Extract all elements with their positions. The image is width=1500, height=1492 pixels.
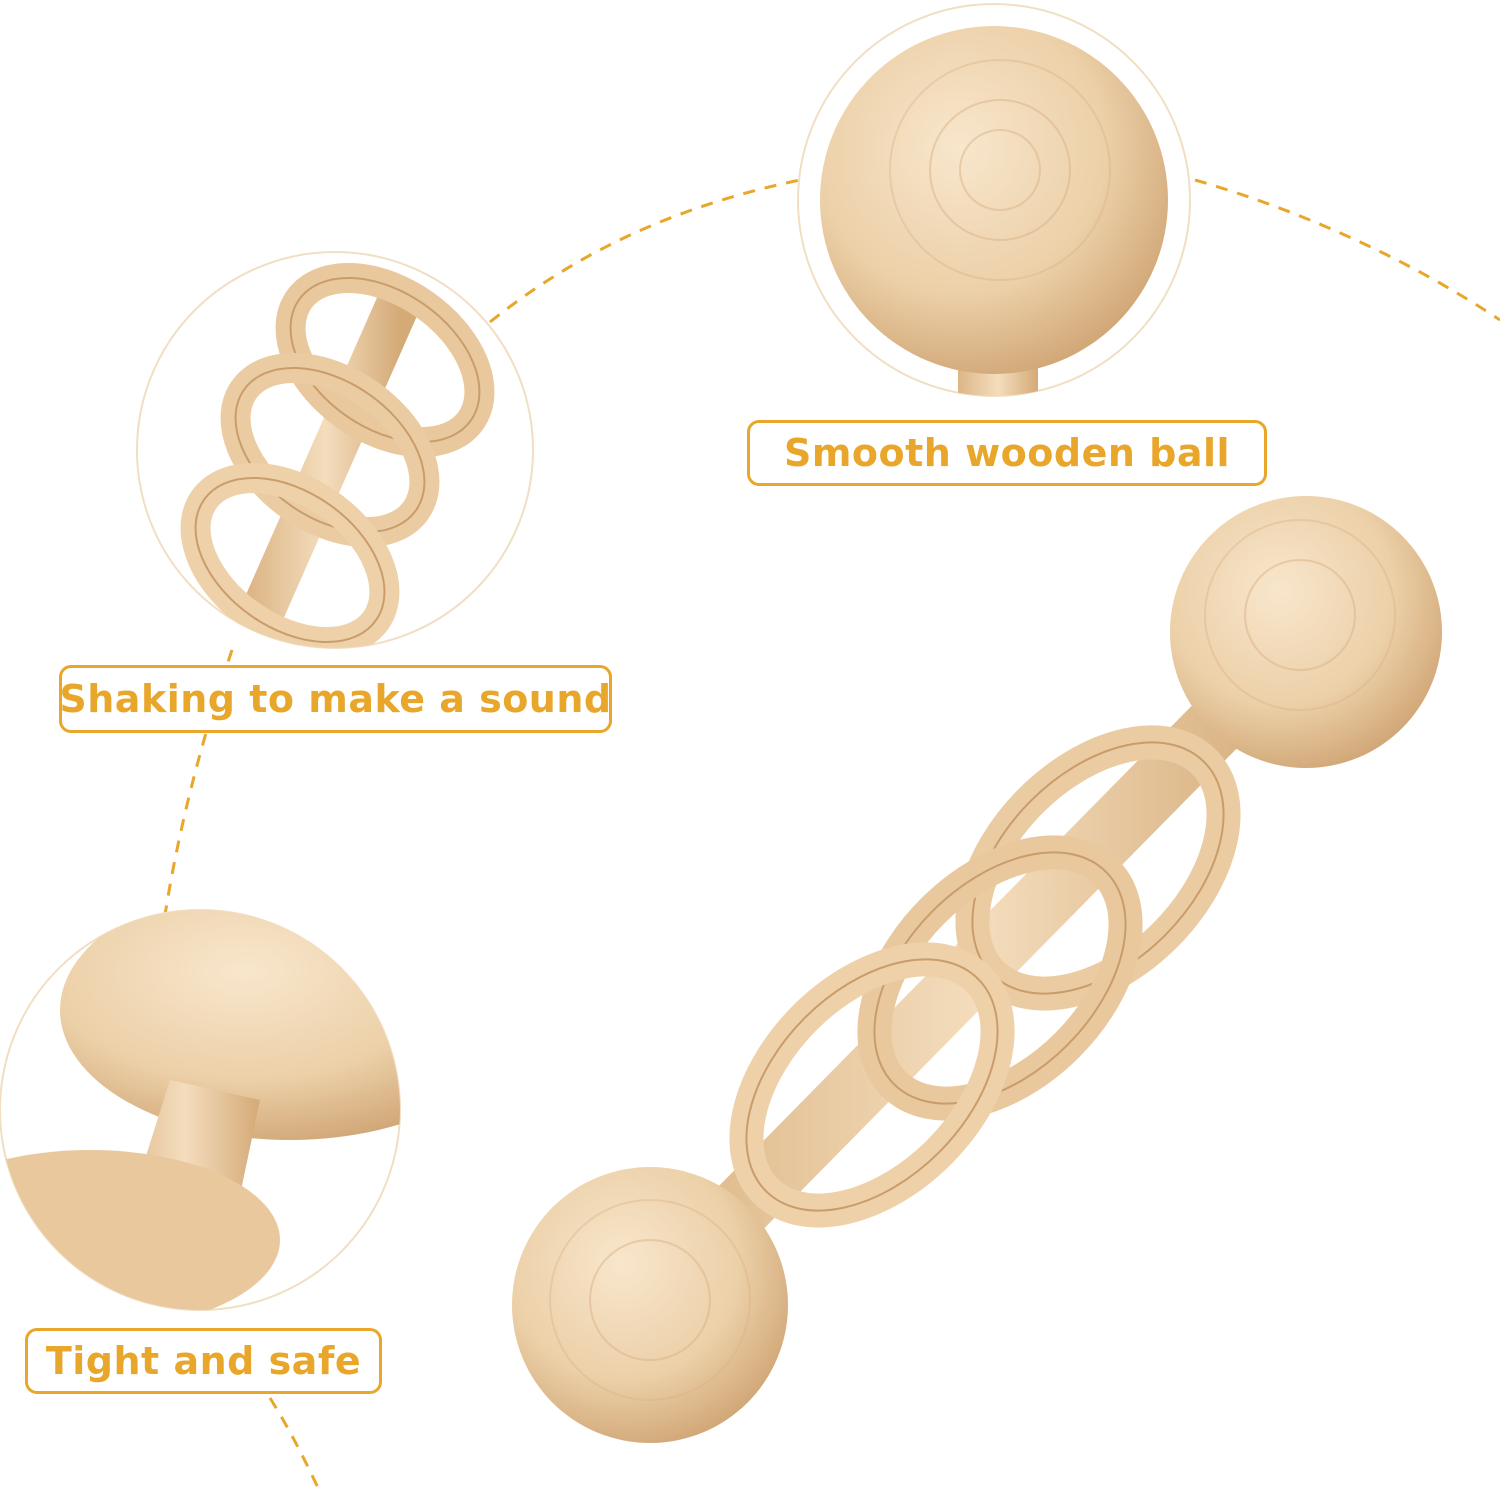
wooden-ring: [729, 942, 1015, 1228]
wooden-ball-closeup: [820, 26, 1168, 374]
wooden-ring: [857, 835, 1143, 1121]
dashed-arc: [489, 178, 801, 324]
dashed-arc-bottom: [268, 1397, 322, 1492]
rings-detail-circle: [136, 251, 534, 649]
wooden-ring: [220, 352, 440, 548]
shake-feature-label: Shaking to make a sound: [59, 665, 612, 733]
wooden-ring: [275, 262, 495, 458]
ball-detail-circle: [797, 3, 1191, 397]
safety-feature-label: Tight and safe: [25, 1328, 382, 1394]
dashed-arc-right: [1194, 178, 1500, 322]
wooden-ring: [180, 462, 400, 648]
wooden-ball-bottom: [512, 1167, 788, 1443]
joint-detail-circle: [0, 909, 401, 1311]
ball-feature-label: Smooth wooden ball: [747, 420, 1267, 486]
wooden-ball-top: [1170, 496, 1442, 768]
wooden-rattle: [512, 496, 1442, 1443]
